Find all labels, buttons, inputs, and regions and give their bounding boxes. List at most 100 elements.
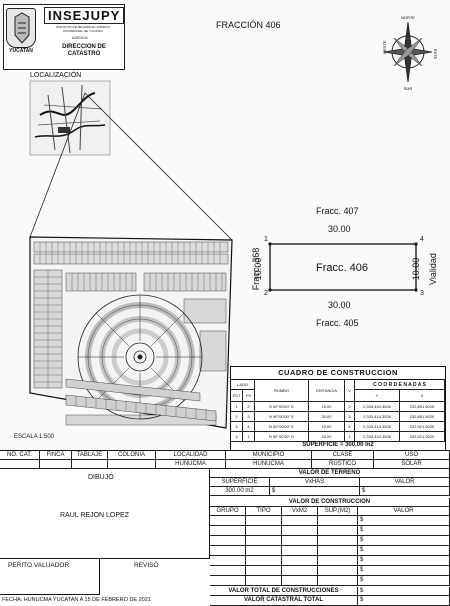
construction-cell: 2 [345, 402, 355, 412]
construction-cell: 232,891.5020 [400, 412, 445, 422]
lot-polygon [268, 242, 418, 292]
construction-value-cell: $ [358, 526, 450, 536]
construction-cell: 2,333,414.3526 [355, 412, 400, 422]
construction-cell: 232,891.5020 [400, 402, 445, 412]
title-block [0, 450, 450, 606]
construction-cell: S 00°00'00" E [255, 402, 309, 412]
construction-cell: 4 [231, 432, 243, 442]
info-header: LOCALIDAD [156, 451, 226, 460]
construction-value-cell: $ [358, 546, 450, 556]
construction-table-header: LADO EST PV RUMBO DISTANCIA V C O O R D … [231, 380, 445, 402]
construction-cell: 4 [345, 422, 355, 432]
lot-right-dimension: 10.00 [411, 257, 421, 281]
col-sup: SUP.(M2) [318, 507, 358, 516]
construction-table-title: CUADRO DE CONSTRUCCION [231, 368, 445, 380]
construction-value-cell [282, 516, 318, 526]
construction-value-title: VALOR DE CONSTRUCCIÓN [210, 498, 450, 507]
construction-value-cell [246, 546, 282, 556]
appraiser-label: PERITO VALUADOR [8, 562, 70, 569]
land-vxhas-header: VxHAS [270, 478, 360, 487]
col-grupo: GRUPO [210, 507, 246, 516]
org-name: INSEJUPY [44, 7, 125, 24]
construction-value-cell [210, 536, 246, 546]
info-value [72, 460, 108, 469]
vertex-3: 3 [420, 290, 424, 297]
land-surface-value: 300.00 m2 [210, 487, 270, 496]
construction-value-cell: $ [358, 566, 450, 576]
drawing-credit-box [0, 469, 210, 559]
construction-value-cell [282, 536, 318, 546]
org-subtitle: INSTITUTO DE SEGURIDAD JURIDICA PATRIMON… [55, 25, 111, 33]
construction-cell: 2 [243, 402, 255, 412]
construction-cell: 10.00 [309, 422, 345, 432]
land-valor-value: $ [360, 487, 450, 496]
header-distancia: DISTANCIA [309, 380, 345, 402]
department-name: DIRECCION DE CATASTRO [62, 44, 106, 57]
construction-value-cell [318, 516, 358, 526]
construction-value-cell [282, 566, 318, 576]
construction-cell: 4 [243, 422, 255, 432]
construction-cell: 3 [243, 412, 255, 422]
state-label: YUCATAN [9, 48, 33, 54]
land-valor-header: VALOR [360, 478, 450, 487]
total-constructions-value: $ [358, 587, 450, 596]
construction-cell: 2 [231, 412, 243, 422]
construction-value-cell [210, 556, 246, 566]
col-vxm2: VxM2 [282, 507, 318, 516]
scale-label: ESCALA 1:500 [14, 434, 55, 440]
construction-value-cell [210, 516, 246, 526]
page-title: FRACCIÓN 406 [216, 20, 281, 30]
construction-cell: 30.00 [309, 432, 345, 442]
info-value [108, 460, 156, 469]
info-header: TABLAJE [72, 451, 108, 460]
construction-value-cell: $ [358, 556, 450, 566]
drawn-by-name: RAUL REJON LOPEZ [60, 512, 129, 519]
header-coordenadas: C O O R D E N A D A S [355, 380, 445, 390]
construction-value-cell [282, 546, 318, 556]
land-surface-header: SUPERFICIE [210, 478, 270, 487]
construction-cell: 2,333,424.3526 [355, 402, 400, 412]
appraiser-box [0, 559, 100, 595]
construction-value-cell [210, 546, 246, 556]
info-value: HUNUCMA [226, 460, 312, 469]
info-value [40, 460, 72, 469]
construction-value-cell [282, 576, 318, 586]
construction-value-cell [246, 576, 282, 586]
construction-cell: 232,921.5020 [400, 422, 445, 432]
location-label: LOCALIZACIÓN [30, 72, 82, 79]
total-constructions-label: VALOR TOTAL DE CONSTRUCCIONES [210, 587, 358, 596]
construction-value-cell [318, 566, 358, 576]
construction-table: CUADRO DE CONSTRUCCION LADO EST PV RUMBO… [230, 366, 446, 452]
state-emblem [6, 8, 36, 48]
land-value-title: VALOR DE TERRENO [210, 469, 450, 478]
lot-bottom-dimension: 30.00 [328, 300, 351, 310]
construction-cell: 2,333,424.3526 [355, 432, 400, 442]
construction-value-cell [246, 526, 282, 536]
construction-cell: 1 [345, 432, 355, 442]
info-value [0, 460, 40, 469]
vertex-4: 4 [420, 236, 424, 243]
header-est: EST [231, 390, 243, 402]
compass-east: ESTE [433, 49, 438, 60]
cadastral-total-label: VALOR CATASTRAL TOTAL [210, 596, 358, 606]
compass-north: NORTE [401, 15, 415, 20]
header-x: X [400, 390, 445, 402]
col-valor: VALOR [358, 507, 450, 516]
construction-value-section: VALOR DE CONSTRUCCIÓN GRUPO TIPO VxM2 SU… [210, 498, 450, 586]
construction-value-cell [246, 516, 282, 526]
lot-north-label: Fracc. 407 [316, 206, 359, 216]
construction-value-cell [318, 546, 358, 556]
construction-cell: 3 [231, 422, 243, 432]
lot-left-dimension: 10.00 [253, 257, 263, 281]
construction-value-cell: $ [358, 536, 450, 546]
drawn-by-label: DIBUJÓ [88, 474, 114, 481]
header-y: Y [355, 390, 400, 402]
construction-value-cell [210, 526, 246, 536]
construction-value-cell [318, 526, 358, 536]
construction-cell: 1 [243, 432, 255, 442]
compass-west: OESTE [382, 40, 387, 54]
lot-east-label: Vialidad [428, 253, 438, 285]
